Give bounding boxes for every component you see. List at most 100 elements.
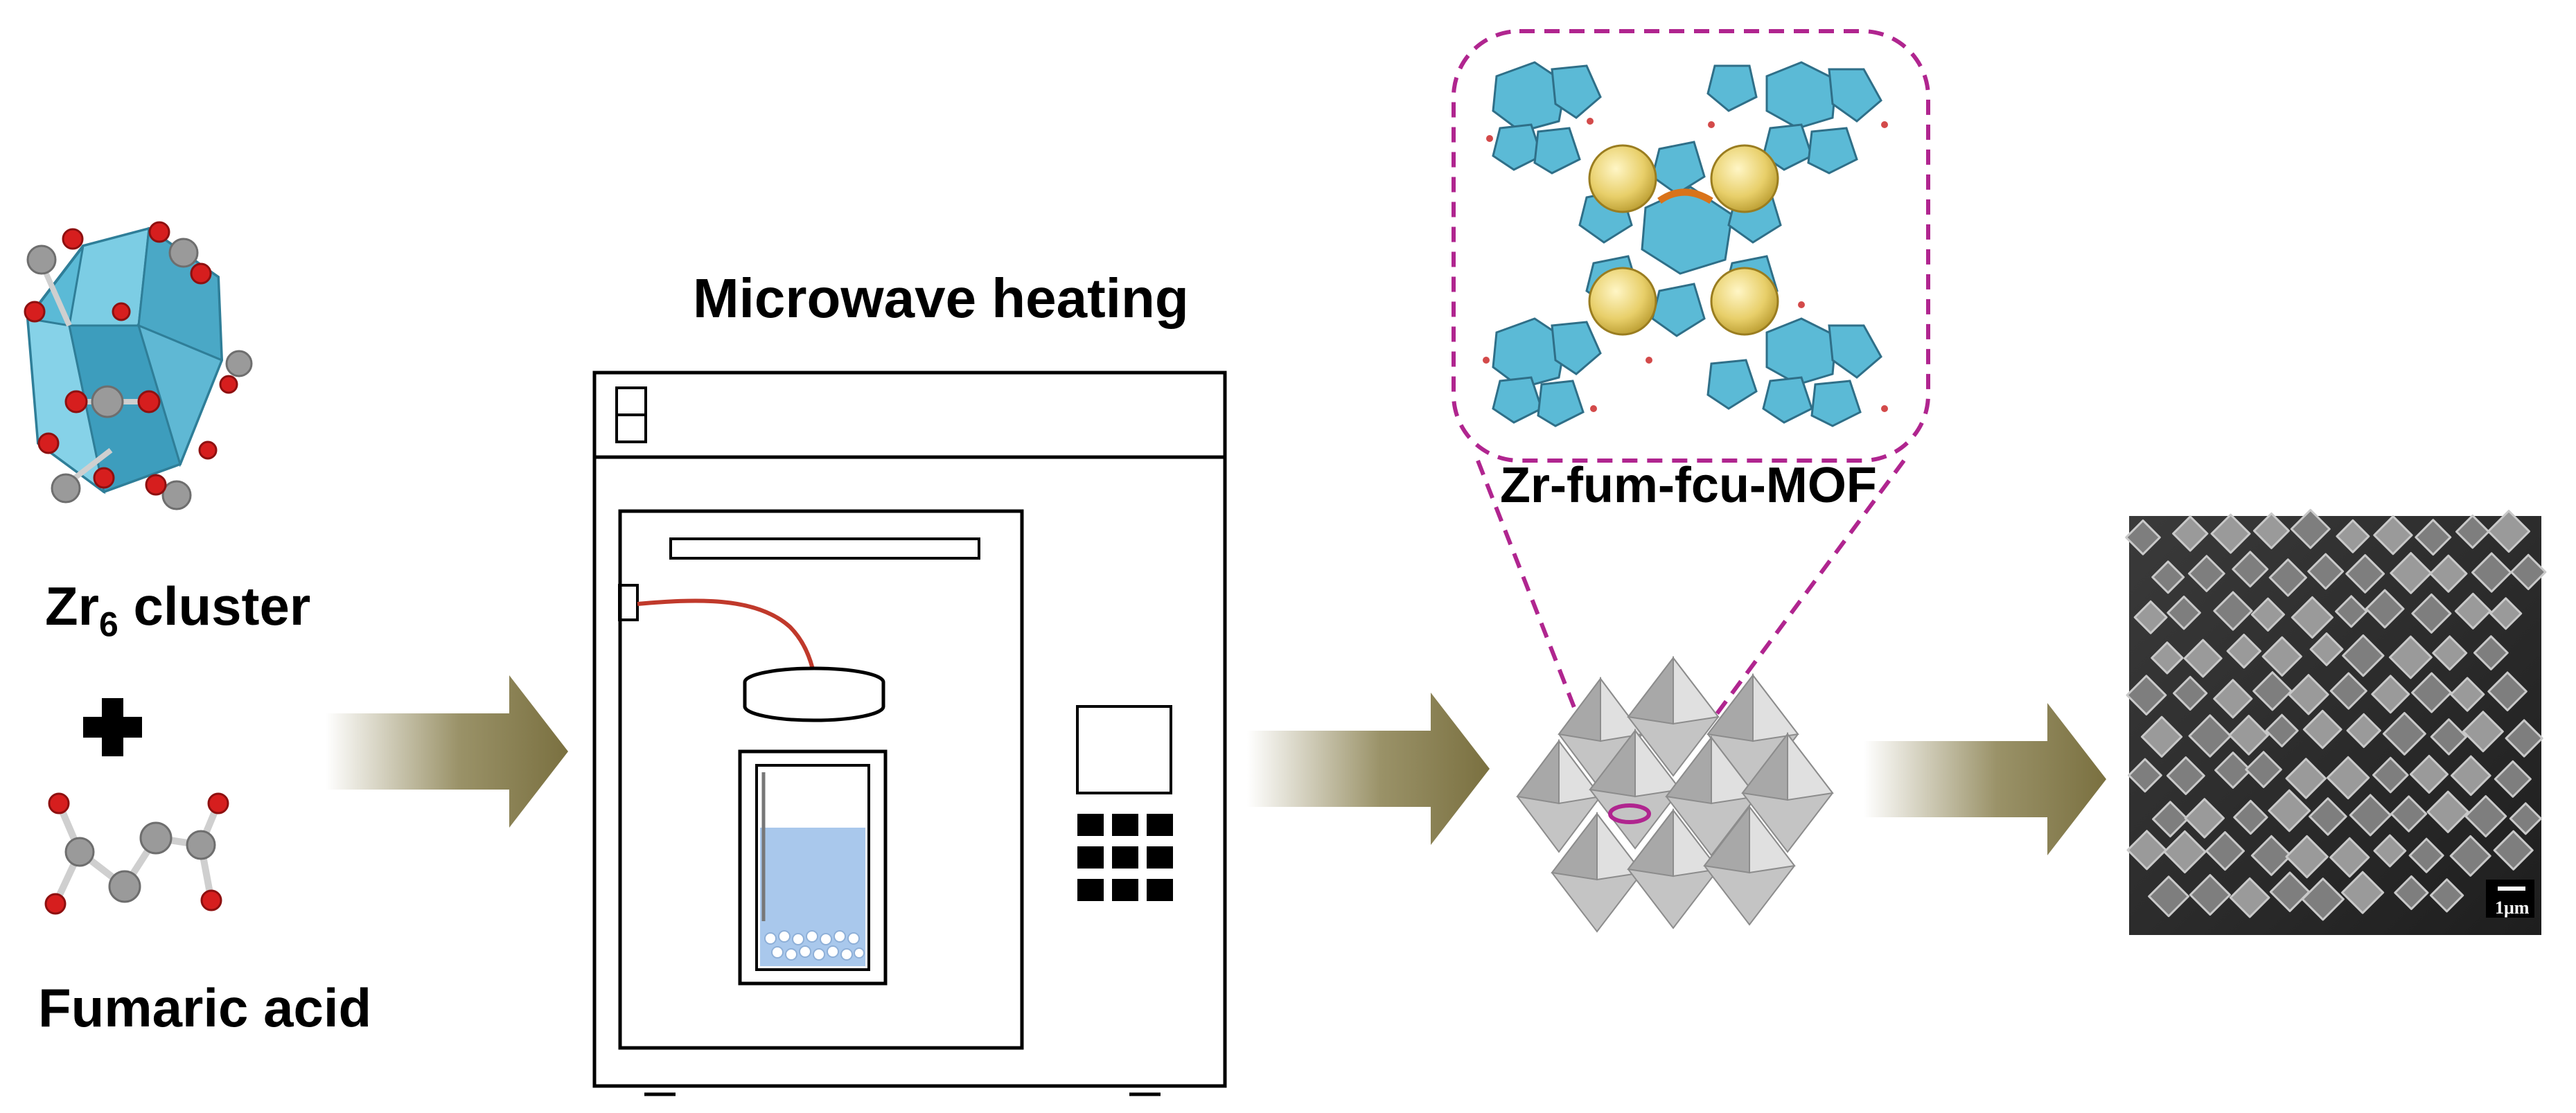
sem-crystal-particle (2345, 554, 2385, 594)
sem-crystal-particle (2148, 875, 2190, 918)
sem-crystal-particle (2388, 635, 2433, 679)
pore-spheres (1588, 144, 1779, 336)
sem-crystal-particle (2493, 830, 2534, 871)
sem-crystal-particle (2288, 674, 2329, 715)
sem-crystal-particle (2489, 597, 2523, 630)
sem-crystal-particle (2371, 675, 2410, 714)
sem-crystal-particle (2464, 795, 2507, 838)
sem-crystal-particle (2210, 513, 2251, 554)
scale-bar-box (2486, 880, 2534, 918)
sem-crystal-particle (2473, 635, 2509, 670)
microwave-oven (592, 371, 1227, 1096)
sem-crystal-particle (2382, 711, 2426, 756)
sem-crystal-particle (2432, 635, 2468, 671)
scale-bar-label: 1μm (2495, 898, 2530, 918)
sem-crystal-particle (2394, 875, 2429, 910)
sem-crystal-particle (2188, 714, 2232, 758)
sem-crystal-particle (2128, 758, 2162, 793)
sem-crystal-particle (2269, 871, 2311, 912)
oven-cavity (618, 509, 1024, 1050)
sem-crystal-particle (2213, 591, 2253, 631)
scale-bar-line (2498, 887, 2525, 891)
sem-crystal-particle (2430, 718, 2468, 756)
sem-crystal-particle (2166, 756, 2205, 796)
oxygen-atoms (24, 221, 238, 496)
sem-crystal-particle (2365, 589, 2405, 629)
sem-crystal-particle (2450, 677, 2485, 712)
sem-crystal-particle (2346, 713, 2381, 748)
sem-crystal-particle (2408, 837, 2444, 873)
sem-crystal-particle (2307, 553, 2345, 590)
sem-crystal-particle (2151, 641, 2184, 675)
sem-crystal-particle (2167, 595, 2201, 630)
probe-tubing (637, 598, 816, 676)
sem-crystal-particle (2268, 789, 2311, 832)
sem-crystal-particle (2126, 830, 2167, 871)
sem-crystal-particle (2250, 597, 2286, 632)
sem-crystal-particle (2184, 798, 2225, 839)
sem-crystal-particle (2252, 671, 2293, 711)
sem-crystal-particle (2213, 679, 2253, 719)
sem-crystal-particle (2151, 560, 2185, 594)
sem-crystal-particle (2373, 515, 2413, 555)
sem-crystal-particle (2152, 801, 2189, 838)
octahedron-r1c2 (1627, 656, 1720, 777)
framework-cluster-top-left (1492, 61, 1602, 175)
sem-crystal-particle (2309, 797, 2347, 836)
sem-crystal-particle (2140, 715, 2183, 758)
right-arrow-icon (1247, 693, 1490, 845)
carbon-atoms (26, 238, 253, 510)
sem-crystal-particle (2187, 555, 2225, 592)
sem-crystal-particle (2449, 835, 2491, 877)
sem-crystal-particle (2455, 514, 2490, 549)
sem-crystal-particle (2172, 515, 2209, 552)
sem-crystal-particle (2290, 508, 2331, 549)
sem-crystal-particle (2285, 758, 2327, 799)
sem-crystal-particle (2189, 873, 2231, 916)
framework-cluster-top-right (1706, 61, 1882, 175)
zr6-cluster-model (24, 221, 253, 510)
sem-crystal-particle (2494, 760, 2532, 798)
sediment-particles (764, 930, 865, 961)
sem-crystal-particle (2252, 512, 2290, 549)
sem-crystal-particle (2229, 877, 2270, 918)
sem-crystal-particle (2125, 519, 2161, 555)
sem-crystal-particle (2429, 554, 2468, 593)
sem-crystal-particle (2471, 552, 2512, 593)
octahedron-r2c4 (1741, 732, 1834, 853)
plus-icon (83, 698, 142, 756)
sem-crystal-particle (2390, 552, 2433, 594)
sem-crystal-particle (2126, 675, 2167, 716)
fumaric-acid-label: Fumaric acid (38, 977, 372, 1038)
sem-crystal-particle (2265, 713, 2299, 748)
oven-heating-rail (669, 537, 980, 560)
sem-crystal-particle (2329, 672, 2367, 710)
sem-crystal-particle (2409, 754, 2449, 794)
framework-cluster-bottom-right (1706, 317, 1882, 427)
sem-crystal-particle (2454, 592, 2491, 630)
framework-cluster-bottom-left (1492, 317, 1602, 427)
sem-crystal-particle (2349, 794, 2392, 837)
sem-crystal-particle (2510, 553, 2547, 591)
sem-crystal-particle (2228, 715, 2269, 756)
zoom-highlight-ring (1608, 803, 1651, 824)
mof-structure-zoom (1452, 29, 1930, 812)
sem-crystal-particle (2268, 558, 2307, 597)
sem-crystal-particle (2285, 835, 2329, 879)
sem-crystal-particle (2214, 751, 2252, 789)
octahedron-r3c2 (1627, 808, 1720, 929)
sem-micrograph (2125, 508, 2547, 935)
sem-crystal-particle (2487, 510, 2530, 553)
sem-crystal-particle (2261, 636, 2302, 677)
mof-octahedra-array (1516, 656, 1834, 933)
sem-crystal-particle (2326, 756, 2370, 800)
sem-crystal-particle (2462, 711, 2504, 753)
sem-crystal-particle (2341, 871, 2385, 914)
sem-crystal-particle (2426, 790, 2469, 833)
fumaric-acid-model (44, 792, 229, 915)
sem-crystal-particle (2487, 671, 2528, 712)
right-arrow-icon (326, 675, 568, 828)
sem-crystal-particle (2390, 795, 2428, 832)
sem-crystal-particle (2505, 719, 2543, 758)
